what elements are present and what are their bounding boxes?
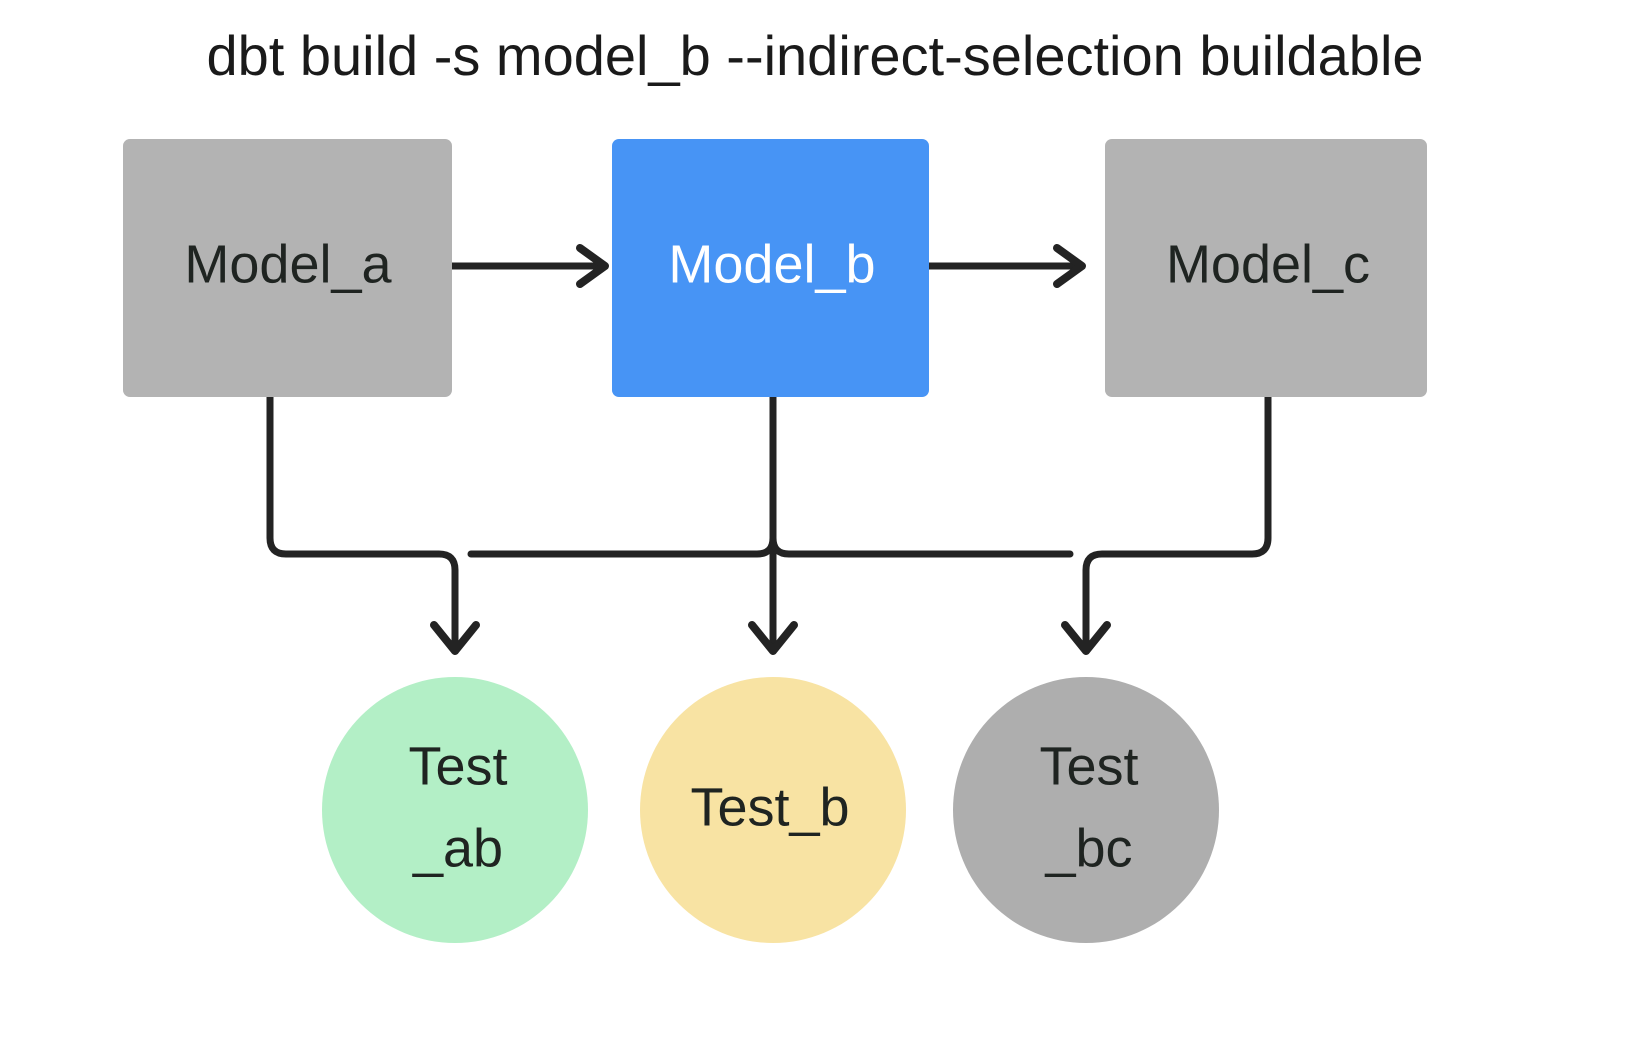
test-bc-label-line2: _bc <box>1044 818 1132 878</box>
diagram-title: dbt build -s model_b --indirect-selectio… <box>206 24 1423 87</box>
node-test-b[interactable]: Test_b <box>640 677 906 943</box>
model-a-box[interactable] <box>123 139 452 397</box>
model-b-label: Model_b <box>668 234 875 294</box>
test-bc-label-line1: Test <box>1039 736 1138 796</box>
edge-b-to-test-bc <box>769 393 1074 558</box>
node-model-b[interactable]: Model_b <box>612 139 929 397</box>
test-ab-circle[interactable] <box>322 677 588 943</box>
test-bc-circle[interactable] <box>953 677 1219 943</box>
test-ab-label-line1: Test <box>408 736 507 796</box>
node-model-c[interactable]: Model_c <box>1105 139 1427 397</box>
node-model-a[interactable]: Model_a <box>123 139 452 397</box>
test-ab-label-line2: _ab <box>412 818 503 878</box>
test-b-circle[interactable] <box>640 677 906 943</box>
edge-a-to-b <box>448 244 609 288</box>
model-b-box[interactable] <box>612 139 929 397</box>
model-c-box[interactable] <box>1105 139 1427 397</box>
test-b-label-line1: Test_b <box>690 777 849 837</box>
edge-a-to-test-ab <box>266 393 480 655</box>
model-c-label: Model_c <box>1166 234 1370 294</box>
edge-c-to-test-bc <box>1061 393 1272 655</box>
edge-b-to-c <box>925 244 1086 288</box>
node-test-bc[interactable]: Test _bc <box>953 677 1219 943</box>
model-a-label: Model_a <box>184 234 392 294</box>
node-test-ab[interactable]: Test _ab <box>322 677 588 943</box>
edge-b-to-test-ab <box>467 393 777 558</box>
